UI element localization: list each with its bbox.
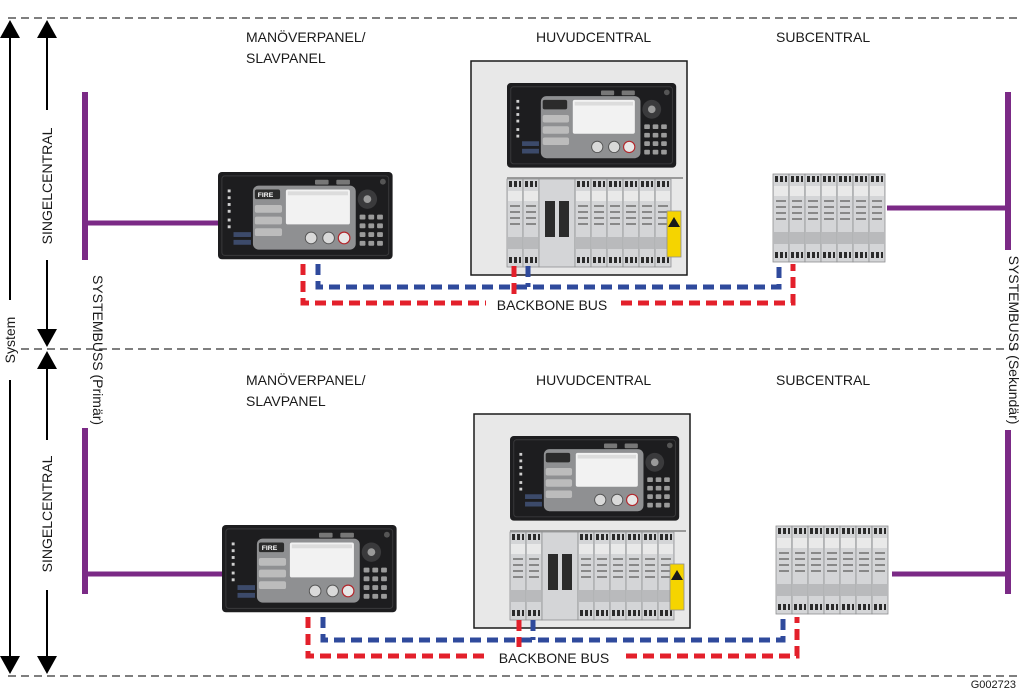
backbone-red-bottom — [305, 617, 800, 659]
panel-label-line2-bottom: SLAVPANEL — [246, 393, 326, 409]
subcentral-label-bottom: SUBCENTRAL — [776, 372, 870, 388]
operator-panel-top: FIRE — [217, 171, 394, 260]
section-bottom: MANÖVERPANEL/ SLAVPANEL HUVUDCENTRAL SUB… — [221, 371, 888, 667]
figure-id: G002723 — [971, 679, 1016, 691]
main-central-cabinet-bottom — [474, 414, 690, 628]
panel-fire-text: FIRE — [258, 192, 274, 199]
subcentral-rack-top — [773, 174, 885, 262]
main-central-label-top: HUVUDCENTRAL — [536, 29, 651, 45]
main-central-cabinet-top — [471, 61, 687, 275]
section-top: MANÖVERPANEL/ SLAVPANEL HUVUDCENTRAL SUB… — [217, 28, 885, 314]
panel-fire-text: FIRE — [262, 545, 278, 552]
systembus-secondary-label: SYSTEMBUSS (Sekundär) — [1006, 256, 1022, 425]
system-label: System — [2, 317, 18, 364]
backbone-blue-bottom — [320, 617, 786, 643]
singelcentral-label-bottom: SINGELCENTRAL — [39, 455, 55, 572]
backbone-label-bottom: BACKBONE BUS — [499, 650, 609, 666]
panel-label-line1-top: MANÖVERPANEL/ — [246, 28, 366, 45]
panel-label-line1-bottom: MANÖVERPANEL/ — [246, 371, 366, 388]
systembus-primary-label: SYSTEMBUSS (Primär) — [90, 275, 106, 425]
operator-panel-bottom: FIRE — [221, 524, 398, 613]
singelcentral-label-top: SINGELCENTRAL — [39, 127, 55, 244]
backbone-red-top — [300, 264, 796, 306]
subcentral-rack-bottom — [776, 526, 888, 614]
backbone-label-top: BACKBONE BUS — [497, 297, 607, 313]
subcentral-label-top: SUBCENTRAL — [776, 29, 870, 45]
main-central-label-bottom: HUVUDCENTRAL — [536, 372, 651, 388]
backbone-blue-top — [315, 264, 782, 290]
panel-label-line2-top: SLAVPANEL — [246, 50, 326, 66]
